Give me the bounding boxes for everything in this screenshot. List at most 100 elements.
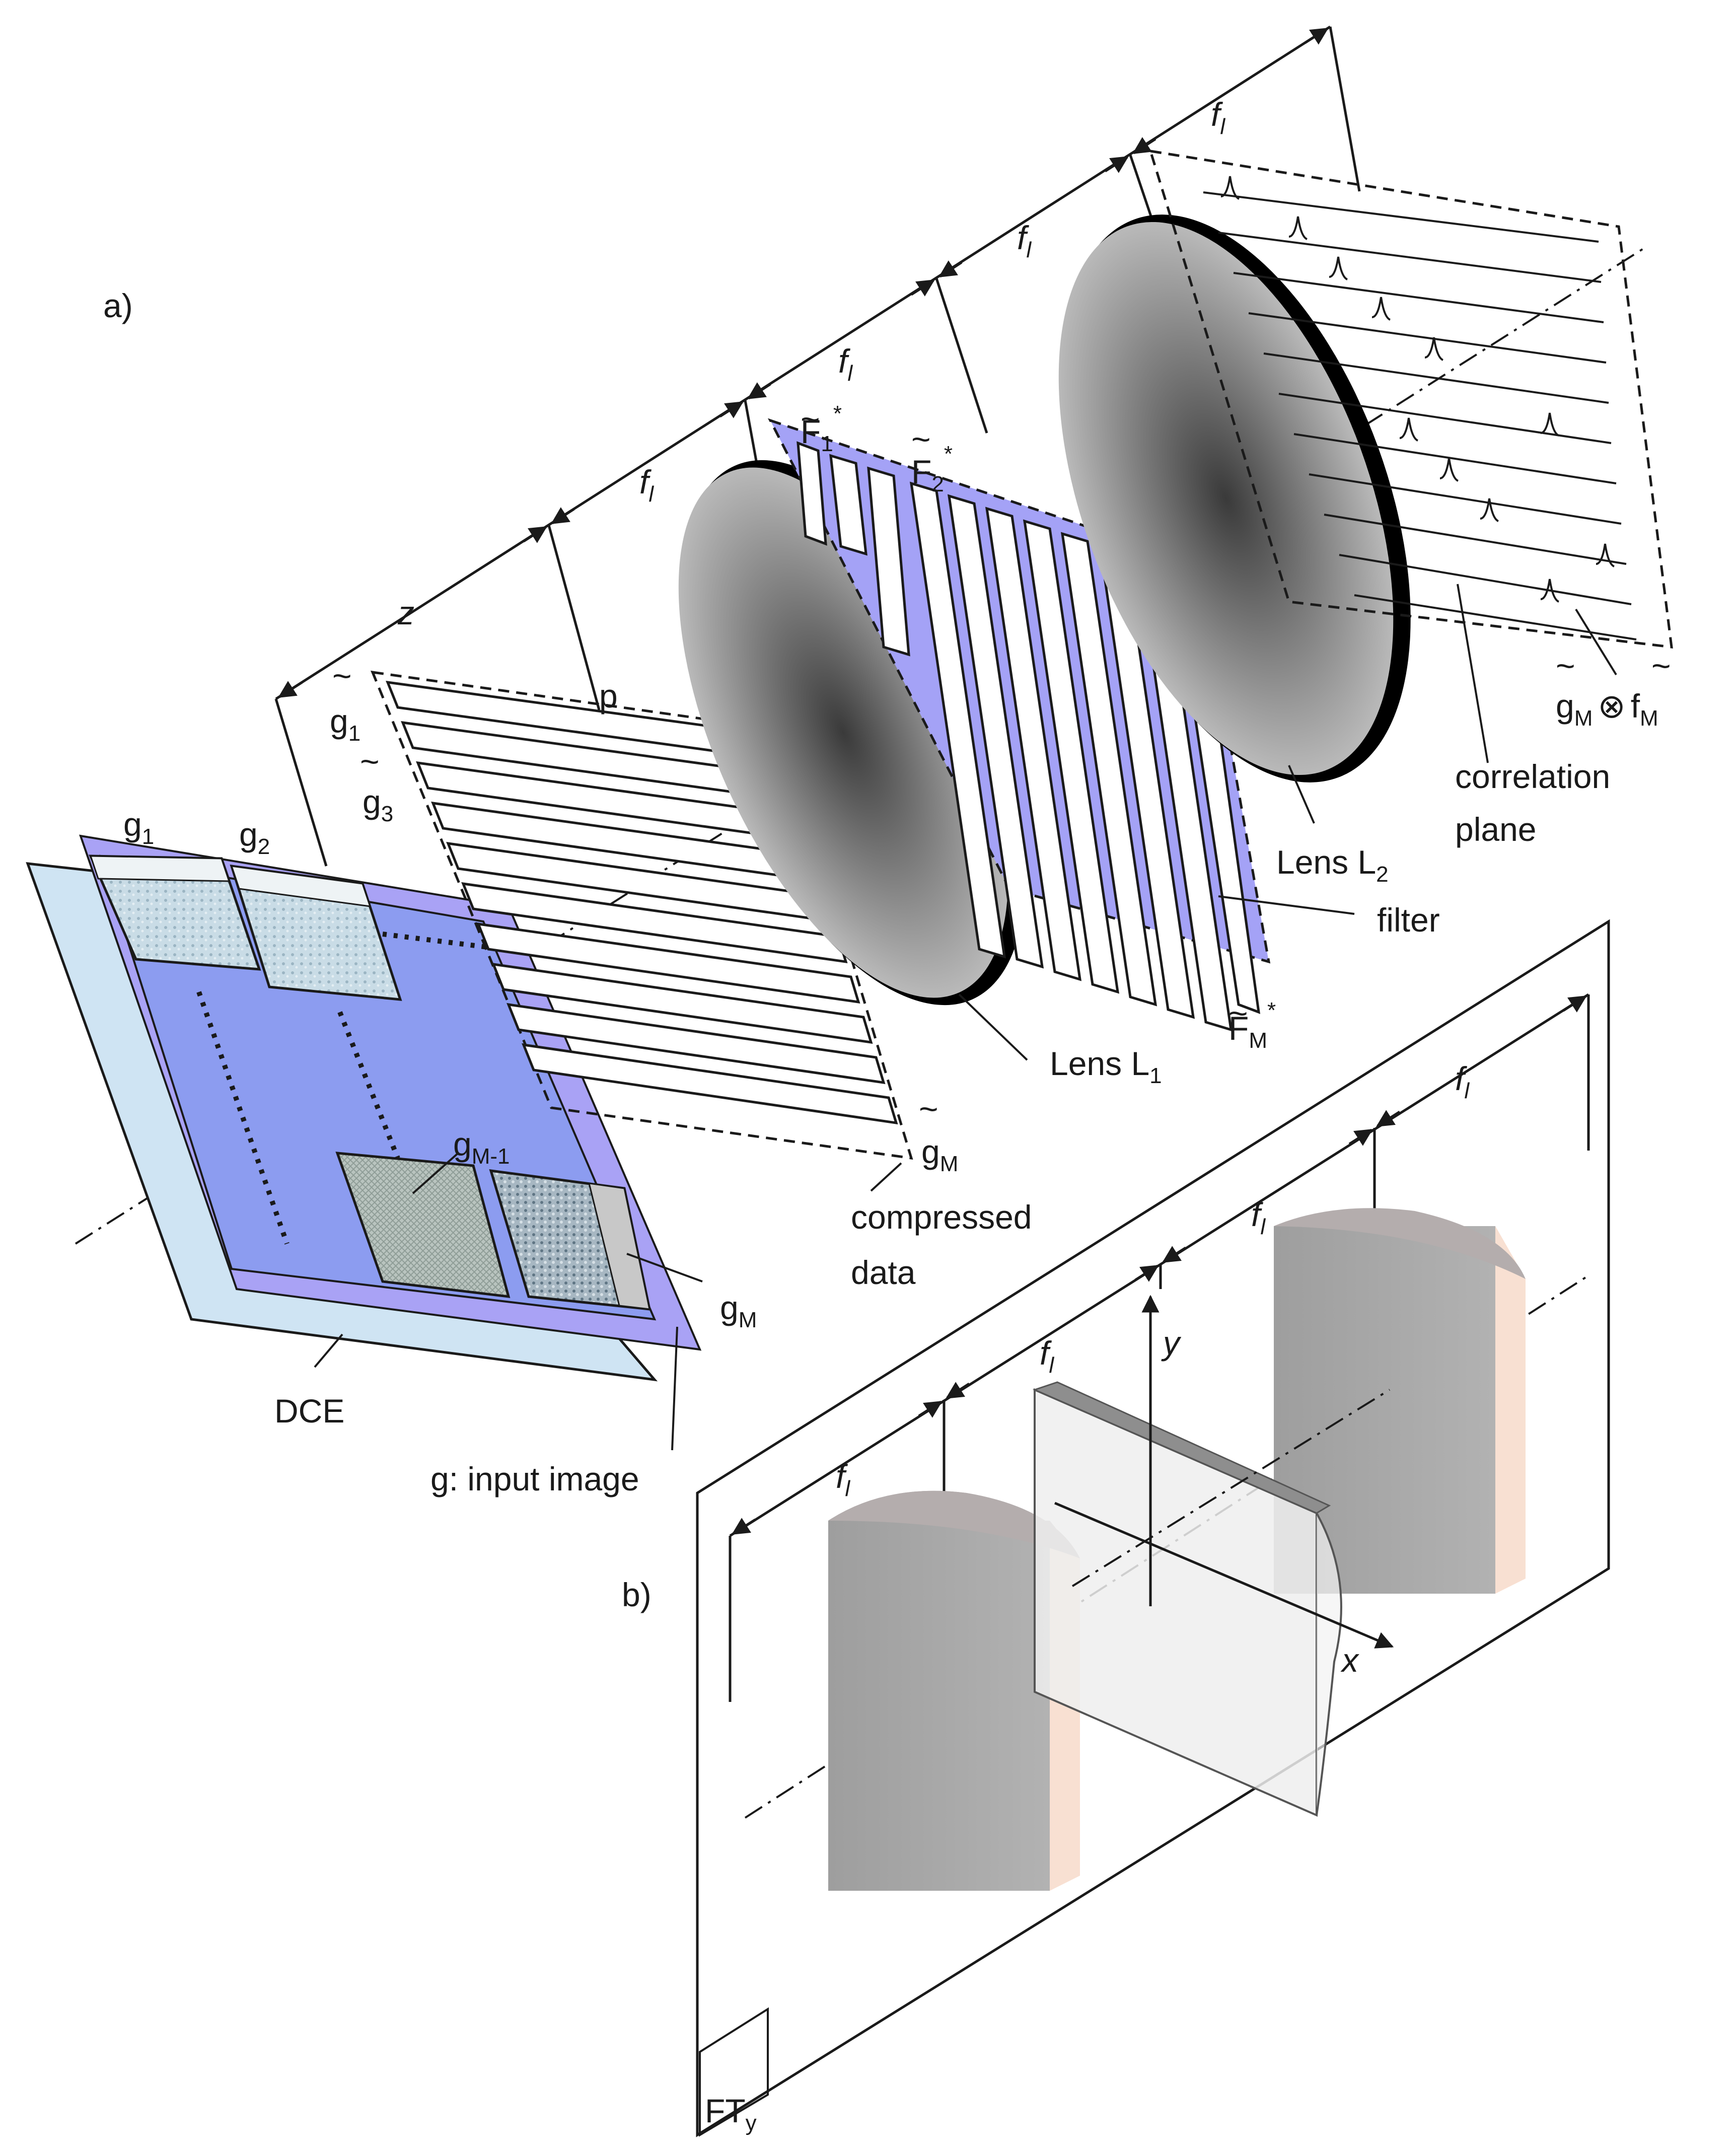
label-x-axis: x (1340, 1642, 1359, 1679)
label-lens-l2: Lens L2 (1276, 843, 1389, 887)
cylinder-2-top-cap (1274, 1208, 1526, 1279)
cylinder-1-body (828, 1521, 1050, 1891)
label-g2-plane: g2 (239, 816, 270, 859)
label-dce: DCE (274, 1392, 344, 1430)
label-correlation-2: plane (1455, 811, 1537, 848)
filter-strip-8 (1060, 532, 1158, 1007)
b-label-f-2: fl (1040, 1334, 1054, 1378)
b-center-axis (1071, 1389, 1391, 1587)
strip-6 (461, 882, 848, 964)
tilde-g3: ~ (360, 743, 380, 780)
panel-b-label: b) (622, 1576, 652, 1613)
cylinder-lens-1 (828, 1490, 1080, 1891)
sub-image-g2-top (230, 865, 372, 907)
x-axis (1054, 1502, 1394, 1649)
label-gm-plane: gM (720, 1289, 757, 1332)
label-fm-filter: FM* (1228, 998, 1276, 1053)
label-input-image: g: input image (430, 1460, 639, 1498)
leader-dce (314, 1333, 343, 1368)
strip-8 (491, 962, 873, 1044)
tick-z-start (274, 698, 328, 867)
b-label-f-4: fl (1455, 1060, 1470, 1103)
filter-strip-5 (947, 494, 1044, 969)
dots-left (196, 991, 290, 1245)
middle-transparent-element (1032, 1381, 1342, 1817)
panel-a: a) z fl fl fl fl p ~ g1 ~ g3 g1 g2 gM-1 … (26, 25, 1673, 1498)
label-lens-l1: Lens L1 (1050, 1045, 1162, 1088)
b-dimension-arrows (732, 995, 1587, 1535)
panel-b-frame (696, 919, 1610, 2137)
tick-z-end (547, 525, 601, 710)
label-ft: FTy (705, 2092, 757, 2135)
filter-strip-7 (1023, 519, 1120, 994)
middle-element-top (1032, 1381, 1331, 1514)
compressed-frame (371, 670, 913, 1160)
tilde-corr-g: ~ (1556, 647, 1575, 684)
filter-plane (767, 418, 1355, 1032)
strip-10 (522, 1043, 898, 1125)
sub-image-gm1 (335, 1152, 511, 1298)
filter-strip-1 (797, 441, 827, 546)
leader-lens-l2 (1288, 765, 1315, 824)
label-z: z (397, 594, 414, 631)
filter-strip-2 (829, 454, 867, 556)
lens-l1-face (678, 467, 1008, 998)
leader-corr-formula (1575, 608, 1617, 676)
cylinder-1-top-cap (828, 1490, 1080, 1558)
filter-strip-3 (867, 466, 910, 657)
label-gm1: gM-1 (453, 1125, 510, 1169)
label-f1-filter: F1* (801, 401, 842, 456)
label-y-axis: y (1161, 1324, 1182, 1362)
input-image-stack (26, 834, 703, 1451)
label-compressed-1: compressed (851, 1198, 1032, 1236)
label-f-3: fl (1017, 219, 1032, 262)
leader-input-image (671, 1326, 678, 1451)
label-f-4: fl (1211, 96, 1225, 139)
compressed-data-plane (371, 670, 913, 1192)
dimension-arrows (278, 27, 1329, 698)
cylinder-2-side (1495, 1226, 1526, 1594)
sub-image-gm-strip (588, 1182, 650, 1310)
label-g1-top: g1 (330, 702, 360, 746)
tilde-fm: ~ (1228, 994, 1248, 1032)
label-filter: filter (1377, 901, 1440, 939)
tilde-g1-top: ~ (332, 657, 352, 694)
tilde-f1: ~ (801, 400, 820, 438)
label-compressed-2: data (851, 1254, 916, 1291)
correlation-frame (1148, 149, 1673, 649)
tilde-gm: ~ (919, 1090, 938, 1127)
leader-compressed (870, 1162, 902, 1192)
filter-strip-4 (909, 481, 1006, 959)
label-f-2: fl (838, 342, 853, 386)
strip-9 (507, 1003, 886, 1085)
panel-a-label: a) (103, 287, 133, 324)
correlation-peaks (1220, 176, 1615, 603)
tilde-corr-f: ~ (1651, 647, 1671, 684)
tilde-f2: ~ (911, 420, 931, 458)
b-label-f-3: fl (1251, 1196, 1266, 1239)
dots-right (337, 1011, 400, 1159)
leader-correlation (1457, 584, 1489, 763)
correlation-lines (1203, 191, 1637, 640)
label-correlation-1: correlation (1455, 758, 1610, 795)
panel-b: b) fl fl fl fl y x FTy (622, 919, 1610, 2137)
filter-strip-6 (985, 507, 1082, 981)
leader-gm1 (412, 1152, 459, 1194)
label-gm-tilde: gM (921, 1133, 958, 1176)
middle-element-curve (1316, 1513, 1342, 1816)
sub-image-g1-top (89, 855, 231, 882)
leader-gm (626, 1253, 703, 1282)
label-f-1: fl (639, 463, 654, 507)
label-g1-plane: g1 (123, 806, 154, 849)
leader-filter (1218, 895, 1355, 915)
lens-l1 (678, 460, 1028, 1061)
b-label-f-1: fl (836, 1458, 850, 1501)
label-p: p (599, 677, 618, 715)
label-corr-formula: gM⊗fM (1556, 687, 1658, 731)
label-g3: g3 (363, 783, 393, 826)
tick-f4 (1329, 26, 1361, 192)
strip-7 (476, 922, 860, 1004)
leader-lens-l1 (958, 993, 1028, 1061)
tick-f2 (935, 278, 988, 434)
